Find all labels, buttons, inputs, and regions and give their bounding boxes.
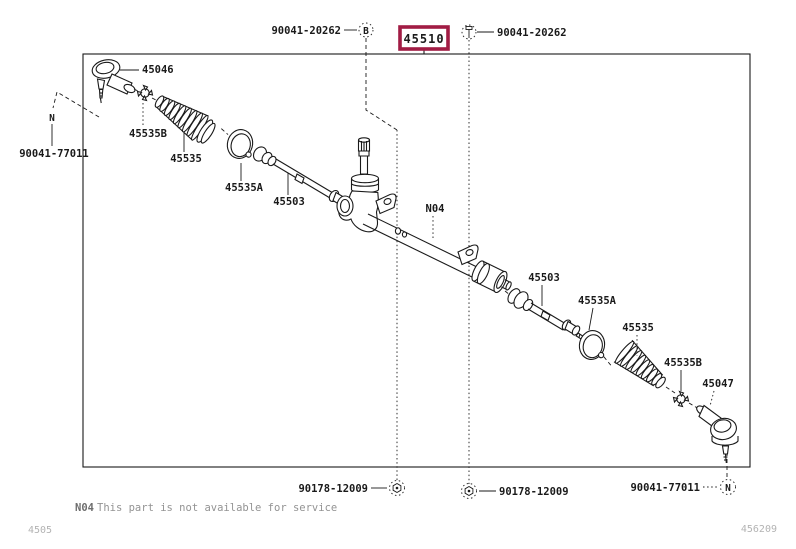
- callout-tie-rod-end-left[interactable]: 45046: [120, 64, 174, 76]
- part-number-label[interactable]: 45503: [273, 196, 305, 208]
- n04-label: N04: [426, 203, 445, 215]
- callout-bolt-top-left[interactable]: 90041-20262 B: [271, 22, 374, 38]
- inner-tie-rod-right-art: [507, 288, 587, 342]
- page-code: 4505: [28, 525, 52, 536]
- part-number-label[interactable]: 90178-12009: [499, 486, 569, 498]
- marker-letter-n: N: [49, 113, 55, 124]
- callout-clamp-a-right[interactable]: 45535A: [578, 295, 617, 331]
- part-number-label[interactable]: 45046: [142, 64, 174, 76]
- callout-bolt-side-right[interactable]: 90041-77011 N: [630, 479, 736, 495]
- highlight-box: [398, 25, 450, 51]
- nut-marker-icon: [389, 480, 405, 496]
- part-number-label[interactable]: 45535: [622, 322, 654, 334]
- boot-clamp-b-right-art: [665, 386, 700, 410]
- marker-letter-n: N: [725, 483, 731, 494]
- part-number-label[interactable]: 90041-20262: [497, 27, 567, 39]
- callout-clamp-b-right[interactable]: 45535B: [664, 357, 702, 391]
- footer-note: N04 This part is not available for servi…: [75, 502, 337, 514]
- part-number-label[interactable]: 45535A: [578, 295, 617, 307]
- nut-marker-icon: [720, 479, 736, 495]
- nut-marker-icon: [461, 483, 477, 499]
- boot-right-art: [613, 339, 666, 389]
- callout-inner-rod-left[interactable]: 45503: [273, 173, 305, 208]
- callout-nut-bottom-left[interactable]: 90178-12009: [298, 480, 405, 496]
- tie-rod-end-left-art: [91, 59, 141, 104]
- footer-note-code: N04: [75, 502, 94, 514]
- callout-inner-rod-right[interactable]: 45503: [528, 272, 560, 306]
- callout-clamp-a-left[interactable]: 45535A: [225, 163, 264, 194]
- boot-left-art: [154, 95, 216, 144]
- callout-bolt-side-left[interactable]: N 90041-77011: [19, 91, 100, 160]
- boot-clamp-b-left-art: [136, 84, 159, 102]
- diagram-border: [82, 53, 751, 468]
- marker-letter-b: B: [363, 26, 369, 37]
- part-number-label[interactable]: 45535A: [225, 182, 264, 194]
- part-number-label[interactable]: 90178-12009: [298, 483, 368, 495]
- selected-part-number[interactable]: 45510: [403, 32, 444, 46]
- part-number-label[interactable]: 90041-77011: [19, 148, 89, 160]
- part-number-label[interactable]: 90041-20262: [271, 25, 341, 37]
- footer-note-text: This part is not available for service: [97, 502, 337, 514]
- figure-code: 456209: [741, 524, 777, 535]
- tie-rod-end-right-art: [696, 404, 739, 464]
- callout-n04: N04: [426, 203, 445, 238]
- bolt-marker-icon: [461, 24, 477, 40]
- bolt-reference-lines: [365, 38, 728, 484]
- selected-part-callout[interactable]: 45510: [398, 25, 450, 54]
- part-number-label[interactable]: 45503: [528, 272, 560, 284]
- callout-boot-left[interactable]: 45535: [170, 133, 202, 165]
- callout-boot-right[interactable]: 45535: [622, 322, 654, 356]
- callout-bolt-top-right[interactable]: 90041-20262: [461, 24, 567, 40]
- bolt-marker-icon: [358, 22, 374, 38]
- callout-clamp-b-left[interactable]: 45535B: [129, 103, 167, 140]
- part-number-label[interactable]: 90041-77011: [630, 482, 700, 494]
- part-number-label[interactable]: 45535B: [129, 128, 167, 140]
- callout-nut-bottom-right[interactable]: 90178-12009: [461, 483, 569, 499]
- part-number-label[interactable]: 45535: [170, 153, 202, 165]
- clamp-ring-left-art: [221, 128, 254, 159]
- clamp-ring-right-art: [578, 330, 613, 367]
- callout-tie-rod-end-right[interactable]: 45047: [702, 378, 734, 407]
- part-number-label[interactable]: 45047: [702, 378, 734, 390]
- steering-gear-art: [336, 137, 512, 296]
- part-number-label[interactable]: 45535B: [664, 357, 702, 369]
